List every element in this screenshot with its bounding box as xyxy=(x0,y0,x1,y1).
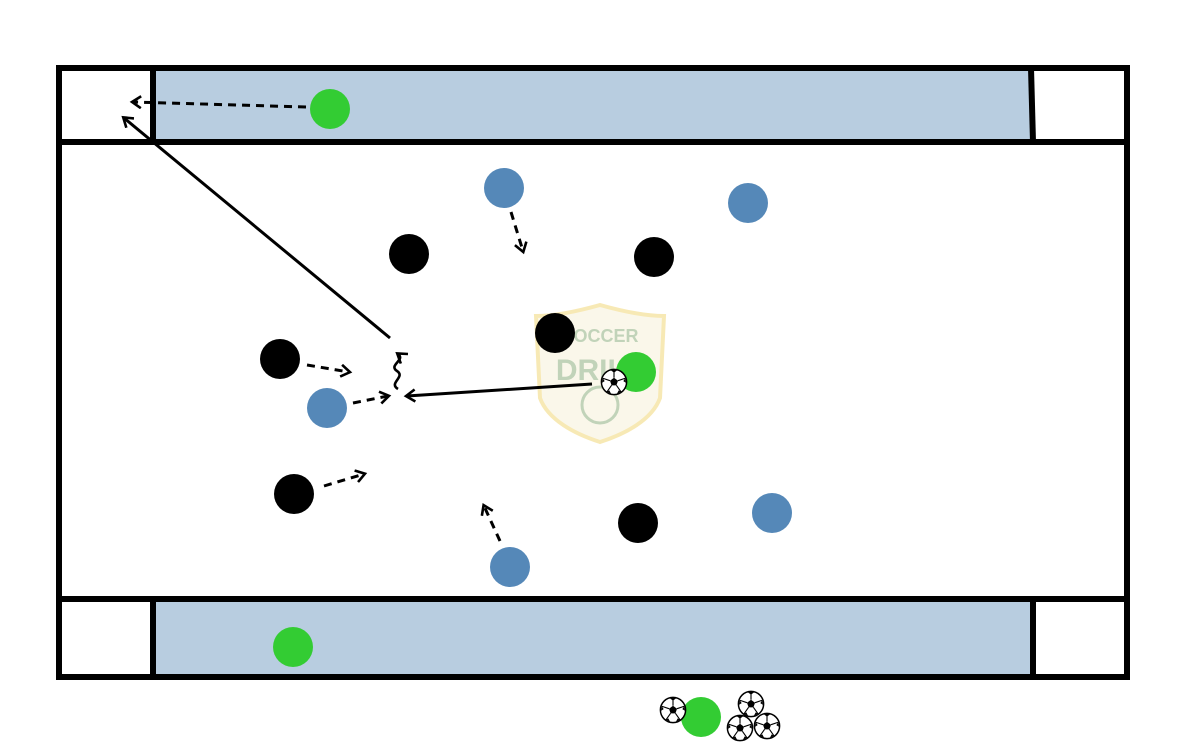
defender-bottom-left xyxy=(274,474,314,514)
defenders xyxy=(260,234,674,543)
attacker-bottom-right xyxy=(752,493,792,533)
attacker-top-right xyxy=(728,183,768,223)
defender-left xyxy=(260,339,300,379)
defender-top-right xyxy=(634,237,674,277)
run-defender-left xyxy=(306,363,349,372)
defender-center xyxy=(535,313,575,353)
dribble-curve xyxy=(393,354,400,391)
ball-supply-1 xyxy=(659,696,687,724)
run-attacker-left xyxy=(352,396,388,405)
defender-top-left xyxy=(389,234,429,274)
run-attacker-top xyxy=(509,211,523,251)
ball-supply-4 xyxy=(753,712,781,740)
neutral-outside xyxy=(681,697,721,737)
pass-to-top-corner xyxy=(124,118,391,340)
neutral-top-zone xyxy=(310,89,350,129)
run-defender-bottom-left xyxy=(323,474,364,488)
ball-supply-2 xyxy=(737,690,765,718)
ball-supply-3 xyxy=(726,714,754,742)
attackers xyxy=(307,168,792,587)
attacker-bottom xyxy=(490,547,530,587)
defender-bottom-center xyxy=(618,503,658,543)
neutral-bottom-zone xyxy=(273,627,313,667)
run-top-zone-player xyxy=(133,102,307,107)
logo-text-top: SOCCER xyxy=(561,326,638,346)
field-border xyxy=(56,65,1130,680)
field xyxy=(56,65,1130,680)
attacker-left xyxy=(307,388,347,428)
pass-center-to-target xyxy=(407,382,593,396)
logo-ball-icon xyxy=(580,385,620,425)
attacker-top-left xyxy=(484,168,524,208)
top-right-corner-line xyxy=(1028,67,1036,143)
run-attacker-bottom xyxy=(484,506,502,542)
ball-in-play xyxy=(600,368,628,396)
movements xyxy=(124,102,593,542)
